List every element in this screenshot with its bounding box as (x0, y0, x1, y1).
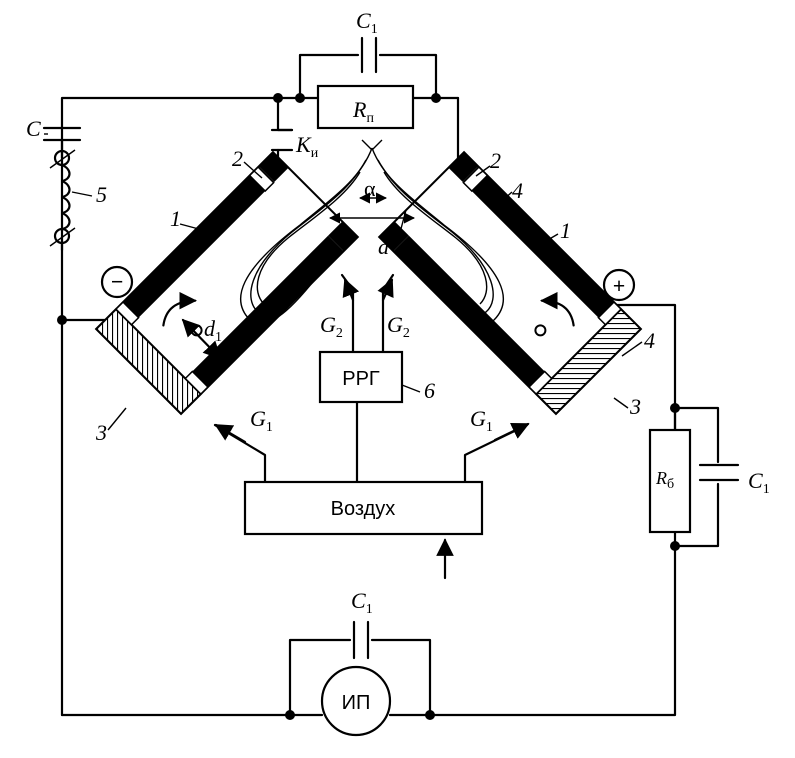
c1-right-label: C1 (748, 468, 770, 497)
switch-ki (270, 128, 294, 152)
air-label: Воздух (331, 498, 396, 520)
ki-label: Kи (295, 132, 319, 161)
power-source-circle (320, 665, 392, 737)
plus-sign: + (613, 273, 626, 298)
c-left-label: C (26, 116, 41, 141)
power-source-label: ИП (342, 692, 371, 714)
g1-right-label: G1 (470, 406, 493, 435)
num-3-left: 3 (95, 420, 107, 445)
num-5: 5 (96, 182, 107, 207)
labels: РРГ Воздух ИП C1 C Rп Kи Rб C1 C1 α d d1… (26, 8, 770, 714)
num-3-right: 3 (629, 394, 641, 419)
left-electrode-assembly (94, 150, 360, 416)
junction-dots (57, 93, 680, 720)
minus-terminal-icon (100, 265, 134, 299)
rrg-box (318, 350, 404, 404)
capacitor-c1-top (360, 36, 378, 74)
g2-left-label: G2 (320, 312, 343, 341)
num-4-lower: 4 (644, 328, 655, 353)
right-electrode-assembly (377, 150, 643, 416)
leader-lines (44, 133, 643, 431)
capacitor-c1-right (698, 463, 740, 482)
air-box (243, 480, 484, 536)
capacitor-c1-bottom (352, 620, 370, 660)
c1-bottom-label: C1 (351, 588, 373, 617)
d-label: d (378, 234, 390, 259)
num-6: 6 (424, 378, 435, 403)
g1-left-label: G1 (250, 406, 273, 435)
d1-label: d1 (204, 316, 222, 345)
num-4-upper: 4 (512, 178, 523, 203)
inductor-5 (49, 138, 76, 252)
num-2-right: 2 (490, 148, 501, 173)
num-2-left: 2 (232, 146, 243, 171)
num-1-right: 1 (560, 218, 571, 243)
rb-label: Rб (655, 468, 674, 492)
minus-sign: − (111, 269, 124, 294)
flow-arrows (214, 278, 530, 580)
c1-top-label: C1 (356, 8, 378, 37)
plus-terminal-icon (602, 268, 636, 302)
alpha-label: α (364, 176, 376, 201)
resistor-rp (316, 84, 415, 130)
plasma-arc (181, 139, 504, 360)
g2-right-label: G2 (387, 312, 410, 341)
rp-label: Rп (352, 97, 374, 126)
rrg-label: РРГ (342, 368, 380, 390)
resistor-rb (648, 428, 692, 534)
num-1-left: 1 (170, 206, 181, 231)
